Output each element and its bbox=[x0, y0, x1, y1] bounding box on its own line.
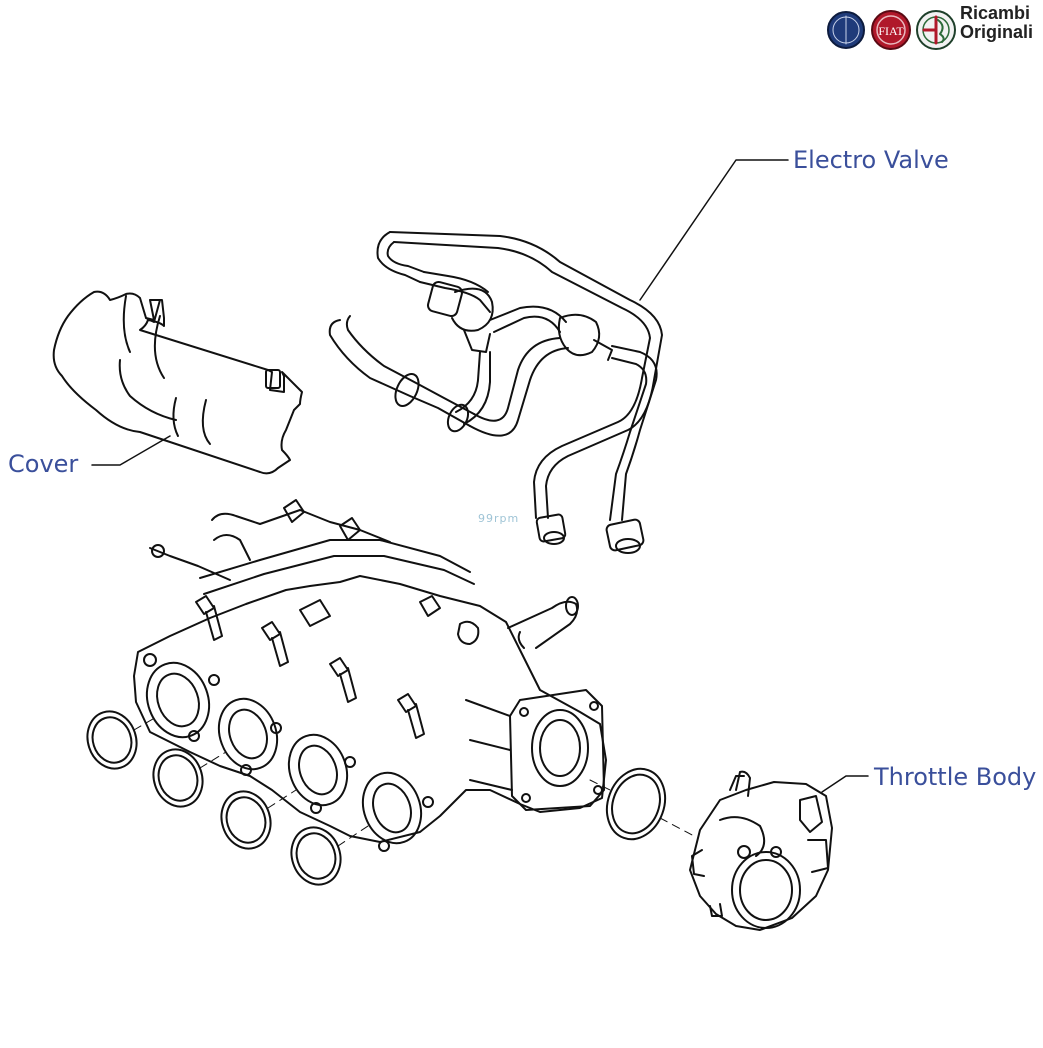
cover-part bbox=[52, 290, 303, 475]
throttle-body-label: Throttle Body bbox=[874, 763, 1037, 791]
brand-line-1: Ricambi bbox=[960, 3, 1031, 23]
electro-valve-leader bbox=[639, 159, 789, 301]
throttle-body bbox=[689, 770, 833, 931]
electro-valve-assembly bbox=[328, 231, 663, 554]
brand-line-2: Originali bbox=[960, 22, 1034, 42]
watermark: 99rpm bbox=[478, 512, 520, 525]
cover-leader bbox=[91, 435, 171, 466]
electro-valve-label: Electro Valve bbox=[793, 146, 949, 174]
lancia-logo bbox=[827, 11, 865, 49]
brand-wordmark: Ricambi Originali bbox=[960, 4, 1033, 42]
svg-text:FIAT: FIAT bbox=[878, 24, 904, 38]
cover-label: Cover bbox=[8, 450, 79, 478]
alfa-romeo-logo bbox=[916, 10, 956, 50]
throttle-body-leader bbox=[821, 775, 869, 793]
alignment-lines bbox=[133, 715, 695, 847]
fiat-logo: FIAT bbox=[871, 10, 911, 50]
intake-gaskets bbox=[86, 710, 667, 886]
intake-manifold bbox=[133, 499, 607, 852]
